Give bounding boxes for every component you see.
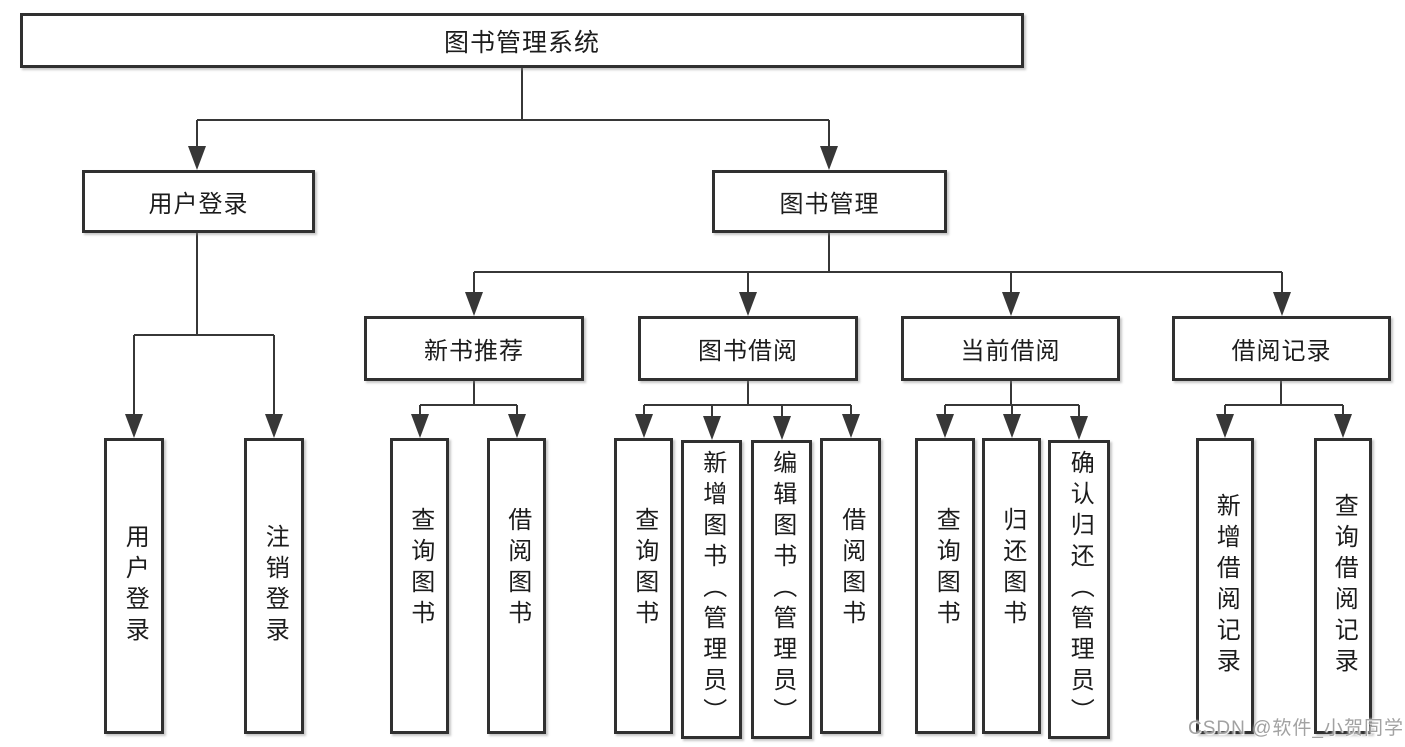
leaf-user-login-label: 用户登录 bbox=[121, 524, 149, 648]
leaf-bb-edit-books-admin-label: 编辑图书（管理员） bbox=[768, 450, 796, 729]
arrow-heads bbox=[125, 146, 1352, 440]
csdn-watermark: CSDN @软件_小贺同学 bbox=[1188, 718, 1404, 739]
node-current-borrowing: 当前借阅 bbox=[901, 316, 1120, 381]
leaf-bb-borrow-books-label: 借阅图书 bbox=[837, 507, 865, 631]
leaf-br-query-record: 查询借阅记录 bbox=[1314, 438, 1372, 734]
leaf-cb-query-books-label: 查询图书 bbox=[932, 507, 960, 631]
leaf-bb-add-books-admin: 新增图书（管理员） bbox=[681, 440, 742, 739]
node-new-book-recommend: 新书推荐 bbox=[364, 316, 584, 381]
leaf-nr-query-books: 查询图书 bbox=[390, 438, 449, 734]
leaf-cb-query-books: 查询图书 bbox=[915, 438, 975, 734]
leaf-cb-confirm-return-admin: 确认归还（管理员） bbox=[1048, 440, 1110, 739]
node-borrowing-records: 借阅记录 bbox=[1172, 316, 1391, 381]
leaf-cb-return-books-label: 归还图书 bbox=[998, 507, 1026, 631]
leaf-cb-return-books: 归还图书 bbox=[982, 438, 1041, 734]
leaf-bb-query-books: 查询图书 bbox=[614, 438, 673, 734]
leaf-br-add-record-label: 新增借阅记录 bbox=[1212, 493, 1240, 679]
leaf-bb-edit-books-admin: 编辑图书（管理员） bbox=[751, 440, 812, 739]
leaf-logout: 注销登录 bbox=[244, 438, 304, 734]
leaf-nr-borrow-books: 借阅图书 bbox=[487, 438, 546, 734]
leaf-cb-confirm-return-admin-label: 确认归还（管理员） bbox=[1066, 450, 1094, 729]
leaf-user-login: 用户登录 bbox=[104, 438, 164, 734]
leaf-nr-borrow-books-label: 借阅图书 bbox=[503, 507, 531, 631]
leaf-bb-add-books-admin-label: 新增图书（管理员） bbox=[698, 450, 726, 729]
node-library-management-system: 图书管理系统 bbox=[20, 13, 1024, 68]
node-book-management: 图书管理 bbox=[712, 170, 947, 233]
leaf-nr-query-books-label: 查询图书 bbox=[406, 507, 434, 631]
leaf-bb-query-books-label: 查询图书 bbox=[630, 507, 658, 631]
node-book-borrowing: 图书借阅 bbox=[638, 316, 858, 381]
leaf-br-add-record: 新增借阅记录 bbox=[1196, 438, 1254, 734]
node-user-login: 用户登录 bbox=[82, 170, 315, 233]
leaf-br-query-record-label: 查询借阅记录 bbox=[1330, 493, 1358, 679]
leaf-bb-borrow-books: 借阅图书 bbox=[820, 438, 881, 734]
leaf-logout-label: 注销登录 bbox=[261, 524, 289, 648]
